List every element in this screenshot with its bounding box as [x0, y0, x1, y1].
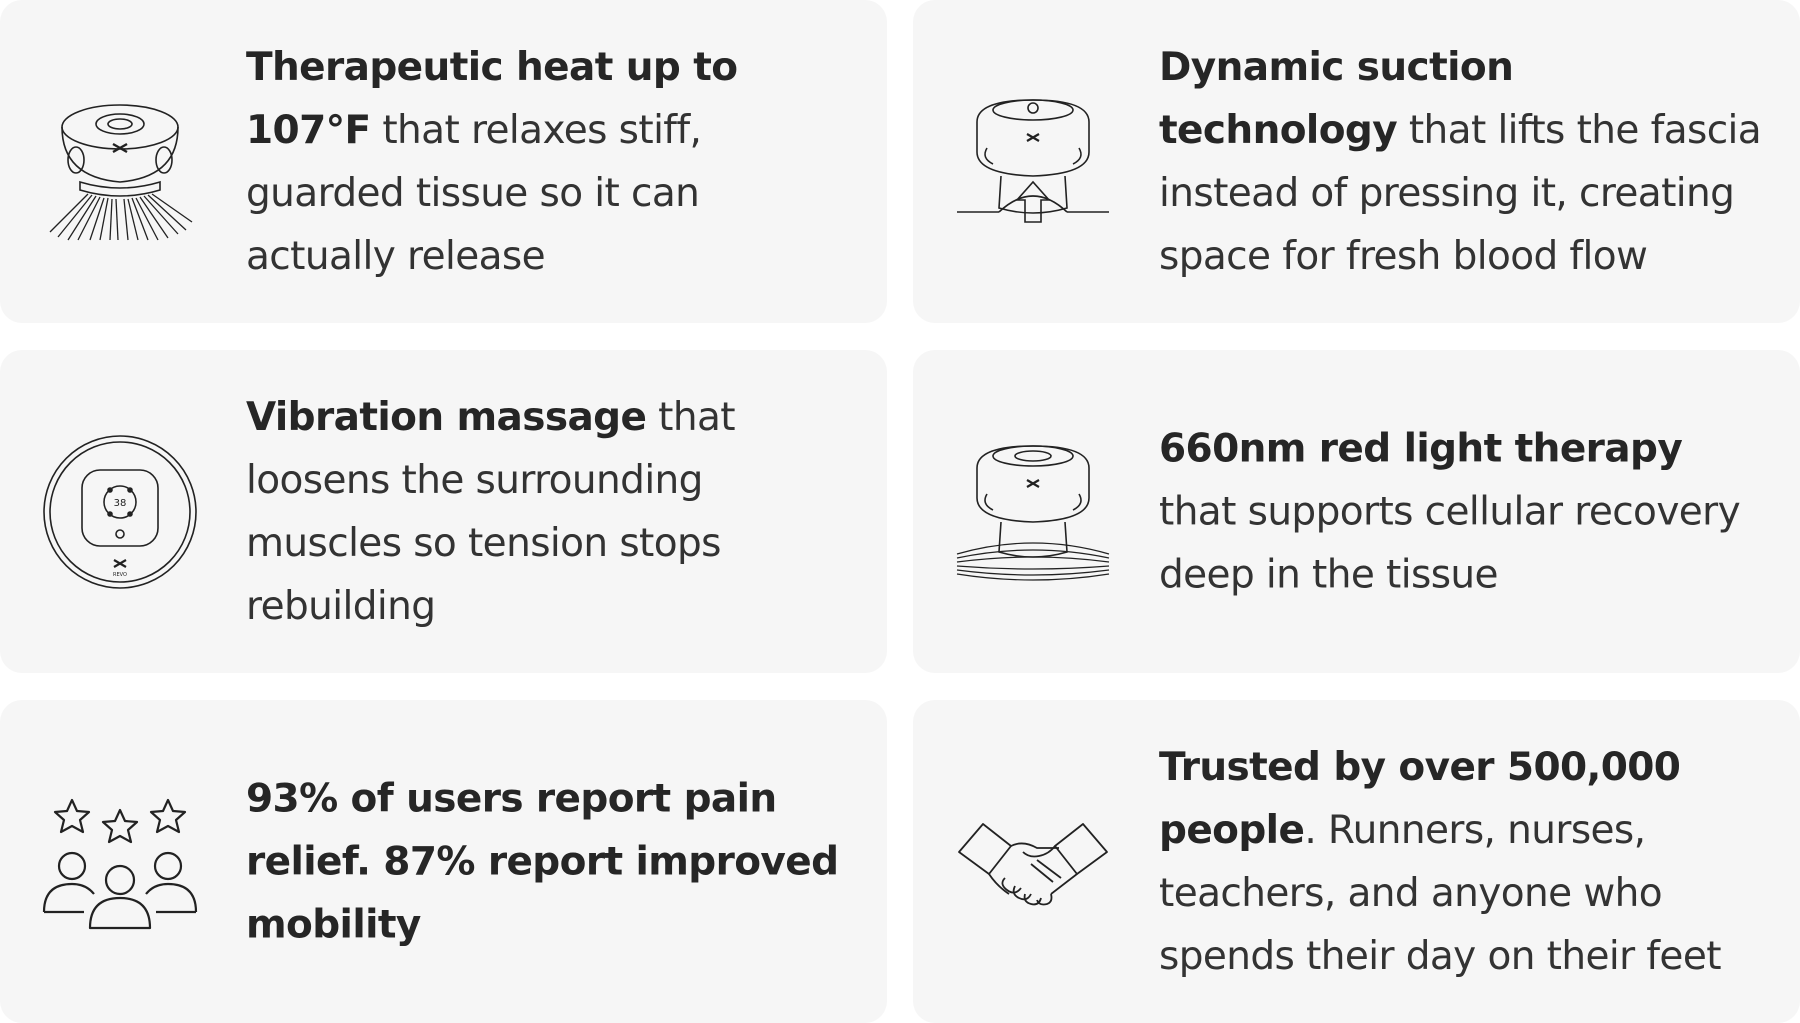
- feature-title: Dynamic suction technology: [1159, 44, 1514, 153]
- feature-description: that loosens the surrounding muscles so …: [246, 394, 736, 629]
- feature-card-red-light: 660nm red light therapy that supports ce…: [913, 350, 1800, 673]
- suction-device-icon: [953, 82, 1113, 242]
- feature-card-heat: Therapeutic heat up to 107°F that relaxe…: [0, 0, 887, 323]
- device-display: 38: [114, 498, 127, 509]
- feature-title: Therapeutic heat up to 107°F: [246, 44, 738, 153]
- feature-card-users: 93% of users report pain relief. 87% rep…: [0, 700, 887, 1023]
- feature-text: 93% of users report pain relief. 87% rep…: [246, 767, 851, 956]
- vibration-device-icon: 38 REVO: [40, 432, 200, 592]
- users-rating-icon: [40, 782, 200, 942]
- device-brand: REVO: [113, 572, 127, 578]
- feature-card-vibration: 38 REVO Vibration massage that loosens t…: [0, 350, 887, 673]
- feature-description: that supports cellular recovery deep in …: [1159, 489, 1741, 597]
- feature-title: Trusted by over 500,000 people: [1159, 744, 1681, 853]
- feature-card-trusted: Trusted by over 500,000 people. Runners,…: [913, 700, 1800, 1023]
- feature-text: Vibration massage that loosens the surro…: [246, 386, 851, 638]
- red-light-device-icon: [953, 432, 1113, 592]
- feature-text: Therapeutic heat up to 107°F that relaxe…: [246, 36, 851, 288]
- feature-description: that lifts the fascia instead of pressin…: [1159, 107, 1762, 279]
- feature-card-suction: Dynamic suction technology that lifts th…: [913, 0, 1800, 323]
- feature-text: Dynamic suction technology that lifts th…: [1159, 36, 1764, 288]
- feature-title: Vibration massage: [246, 394, 647, 440]
- feature-text: Trusted by over 500,000 people. Runners,…: [1159, 736, 1764, 988]
- feature-description: that relaxes stiff, guarded tissue so it…: [246, 107, 702, 279]
- feature-text: 660nm red light therapy that supports ce…: [1159, 417, 1764, 606]
- handshake-icon: [953, 782, 1113, 942]
- feature-title: 660nm red light therapy: [1159, 426, 1683, 471]
- feature-title: 93% of users report pain relief. 87% rep…: [246, 776, 839, 947]
- heat-device-icon: [40, 82, 200, 242]
- feature-description: . Runners, nurses, teachers, and anyone …: [1159, 807, 1722, 979]
